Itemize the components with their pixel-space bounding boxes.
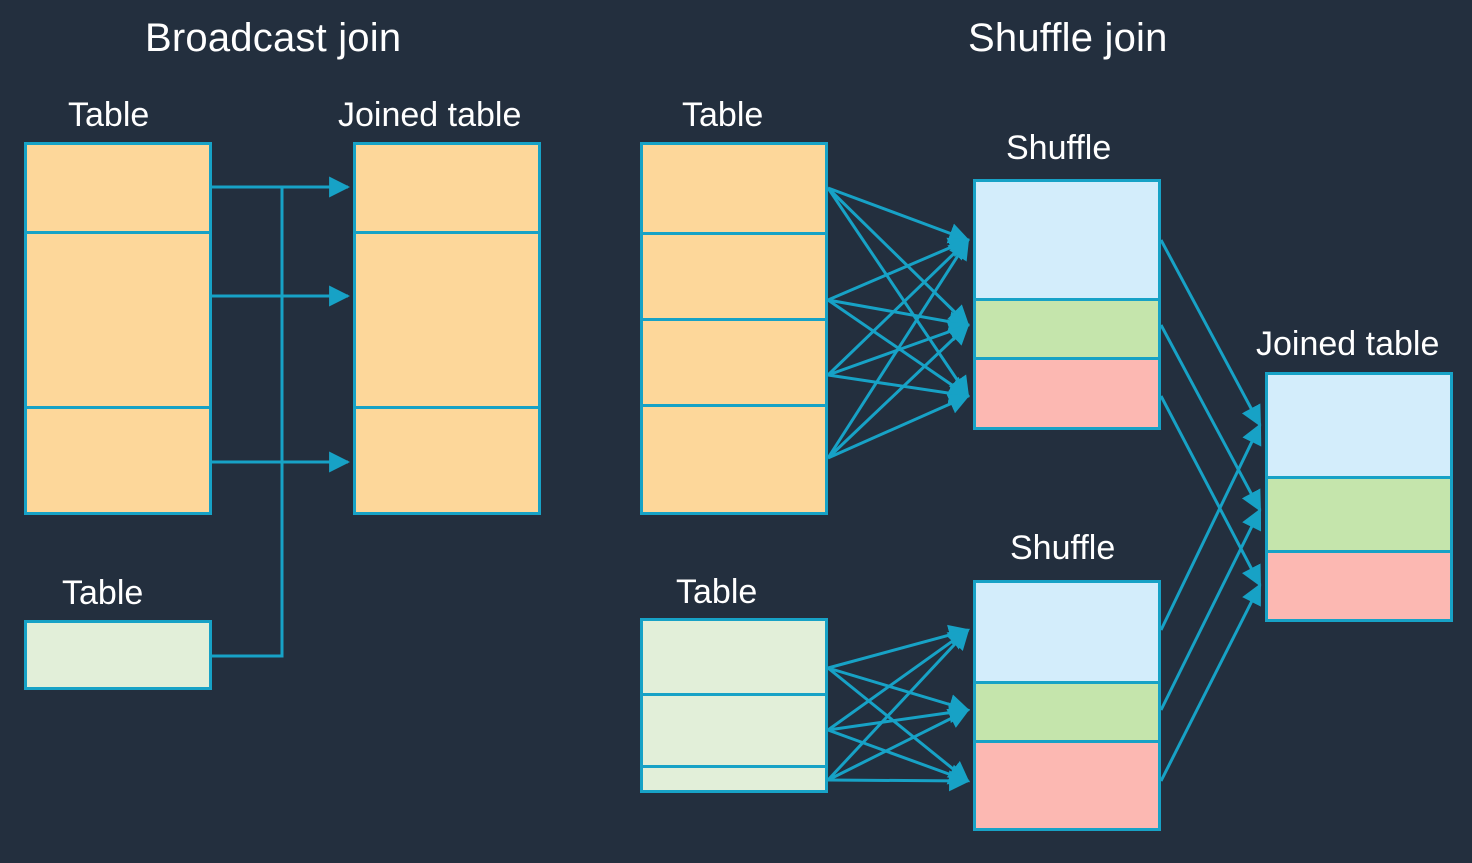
table-row [976,583,1158,681]
shuffle-bottom-edge-3-2 [827,708,970,782]
shuffle-top-edge-3-3 [827,373,971,404]
shuffle-top-edge-1-2 [826,186,970,327]
table-row [356,231,538,406]
table-row [1268,375,1450,476]
broadcast-joined-table-label: Joined table [338,96,522,134]
shuffle-bottom-edge-2-2 [827,702,971,732]
broadcast-source-table [24,142,212,515]
shuffle-top-edge-4-2 [826,323,970,460]
table-row [976,182,1158,298]
shuffle-bottom-shuffle-label: Shuffle [1010,529,1116,567]
table-row [643,145,825,232]
shuffle-top-shuffle-label: Shuffle [1006,129,1112,167]
table-row [27,623,209,687]
shuffle-top-partition-box [973,179,1161,430]
shuffle-top-edge-2-2 [827,298,971,333]
broadcast-joined-table [353,142,541,515]
table-row [643,404,825,512]
table-row [356,406,538,512]
table-row [976,740,1158,828]
shuffle-top-edge-1-1 [827,186,970,244]
shuffle-top-edge-2-1 [827,237,970,302]
shuffle-top-edge-1-3 [826,187,970,398]
broadcast-small-table-label: Table [62,574,144,612]
shuffle-top-edge-4-1 [826,238,970,459]
table-row [976,298,1158,357]
shuffle-join-title: Shuffle join [968,16,1168,60]
shuffle-joined-table-label: Joined table [1256,325,1440,363]
shuffle-bottom-edge-1-1 [827,624,971,670]
shuffle-top-table-label: Table [682,96,764,134]
shuffle-top-edge-4-3 [827,394,970,460]
table-row [643,765,825,790]
merge-edge-bottom-pink [1159,583,1262,782]
broadcast-source-table-label: Table [68,96,150,134]
broadcast-trunk-line [212,187,284,658]
shuffle-bottom-edge-1-3 [827,666,970,783]
table-row [27,145,209,231]
shuffle-top-edge-3-1 [826,238,970,377]
merge-edge-bottom-blue [1159,423,1262,631]
shuffle-top-table [640,142,828,515]
table-row [1268,550,1450,619]
broadcast-small-table [24,620,212,690]
table-row [1268,476,1450,550]
merge-edge-top-pink [1159,395,1262,587]
shuffle-bottom-edge-2-3 [827,728,970,785]
shuffle-joined-table [1265,372,1453,622]
shuffle-bottom-edge-3-3 [827,770,971,792]
table-row [27,406,209,512]
merge-edge-top-blue [1159,239,1262,427]
table-row [27,231,209,406]
shuffle-top-edge-3-2 [827,321,970,377]
shuffle-bottom-partition-box [973,580,1161,831]
broadcast-join-title: Broadcast join [145,16,402,60]
table-row [643,318,825,404]
shuffle-top-edge-2-3 [827,298,970,398]
shuffle-bottom-table [640,618,828,793]
shuffle-bottom-table-label: Table [676,573,758,611]
table-row [976,357,1158,427]
shuffle-bottom-edge-1-2 [827,666,971,715]
merge-edge-top-green [1159,324,1262,512]
table-row [356,145,538,231]
table-row [643,693,825,765]
table-row [643,621,825,693]
merge-edge-bottom-green [1159,508,1262,711]
shuffle-bottom-edge-3-1 [826,628,970,782]
table-row [643,232,825,318]
table-row [976,681,1158,740]
shuffle-bottom-edge-2-1 [827,628,970,732]
